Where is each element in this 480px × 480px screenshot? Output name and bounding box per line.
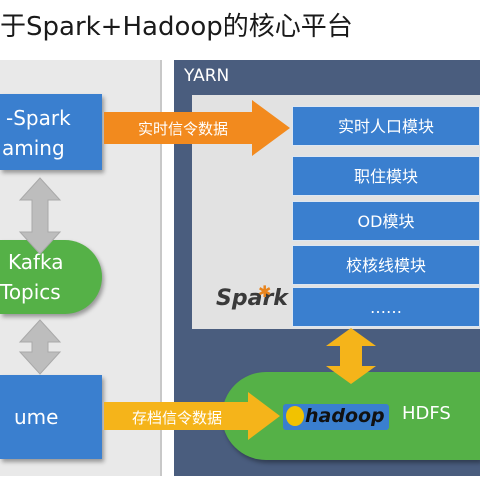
kafka-label-line2: Topics xyxy=(0,280,61,304)
kafka-topics-box: Kafka Topics xyxy=(0,240,102,314)
streaming-kafka-double-arrow xyxy=(18,177,62,255)
module-job-residence: 职住模块 xyxy=(292,156,480,196)
realtime-signal-label: 实时信令数据 xyxy=(138,120,229,138)
spark-star-icon: ✱ xyxy=(258,282,272,301)
realtime-signal-arrow xyxy=(104,100,290,156)
archive-signal-label: 存档信令数据 xyxy=(132,409,223,427)
hadoop-logo: hadoop xyxy=(283,404,389,430)
module-od: OD模块 xyxy=(292,201,480,241)
yarn-label: YARN xyxy=(184,66,230,86)
hadoop-logo-text: hadoop xyxy=(305,405,385,427)
kafka-label-line1: Kafka xyxy=(8,250,64,274)
module-realtime-population: 实时人口模块 xyxy=(292,106,480,146)
kafka-flume-double-arrow xyxy=(18,319,62,375)
archive-signal-arrow xyxy=(104,392,280,440)
spark-streaming-label-line2: aming xyxy=(2,136,65,160)
spark-streaming-box: -Spark aming xyxy=(0,94,102,170)
spark-streaming-label-line1: -Spark xyxy=(6,106,71,130)
flume-box: ume xyxy=(0,375,102,459)
module-screenline-check: 校核线模块 xyxy=(292,245,480,285)
page-title: 于Spark+Hadoop的核心平台 xyxy=(0,12,353,42)
module-more: …… xyxy=(292,287,480,327)
hadoop-elephant-icon xyxy=(286,406,304,426)
spark-hdfs-double-arrow xyxy=(326,328,376,384)
flume-label: ume xyxy=(14,405,59,429)
hdfs-label: HDFS xyxy=(402,403,451,424)
spark-logo: Spark xyxy=(216,286,288,311)
